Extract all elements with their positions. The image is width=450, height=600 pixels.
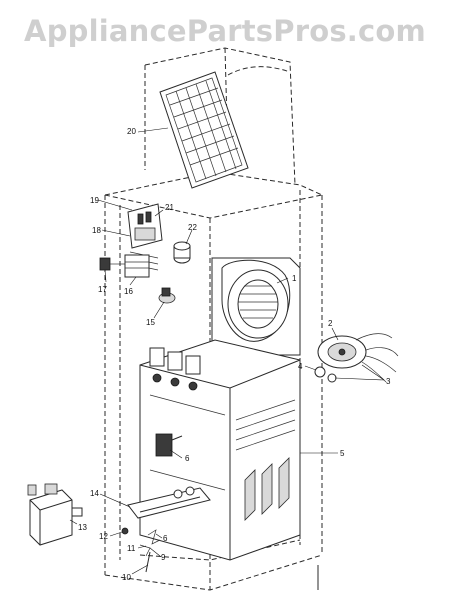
label-4: 4 xyxy=(298,362,303,371)
label-13: 13 xyxy=(78,523,87,532)
label-17: 17 xyxy=(98,285,107,294)
label-21: 21 xyxy=(165,203,174,212)
label-10: 10 xyxy=(122,573,131,582)
burner-manifold xyxy=(127,486,211,519)
part-labels: 20 19 21 18 22 17 16 15 1 2 4 3 5 6 14 1… xyxy=(78,127,391,582)
label-22: 22 xyxy=(188,223,197,232)
air-filter xyxy=(159,71,249,189)
label-18: 18 xyxy=(92,226,101,235)
label-20: 20 xyxy=(127,127,136,136)
label-19: 19 xyxy=(90,196,99,205)
blower-assembly xyxy=(211,257,301,356)
limit-switch xyxy=(158,287,176,304)
capacitor xyxy=(173,241,191,264)
label-6-lower: 6 xyxy=(163,534,168,543)
label-11: 11 xyxy=(127,544,136,553)
label-12: 12 xyxy=(99,532,108,541)
igniter-bracket xyxy=(155,433,183,457)
control-board xyxy=(127,203,163,271)
label-14: 14 xyxy=(90,489,99,498)
label-3: 3 xyxy=(386,377,391,386)
label-6-upper: 6 xyxy=(185,454,190,463)
watermark: AppliancePartsPros.com xyxy=(24,14,426,48)
blower-motor xyxy=(314,333,399,383)
gas-valve xyxy=(27,483,83,546)
label-9: 9 xyxy=(161,553,166,562)
label-1: 1 xyxy=(292,274,297,283)
label-2: 2 xyxy=(328,319,333,328)
label-15: 15 xyxy=(146,318,155,327)
label-16: 16 xyxy=(124,287,133,296)
transformer xyxy=(99,254,150,278)
label-5: 5 xyxy=(340,449,345,458)
leader-lines xyxy=(69,127,385,575)
